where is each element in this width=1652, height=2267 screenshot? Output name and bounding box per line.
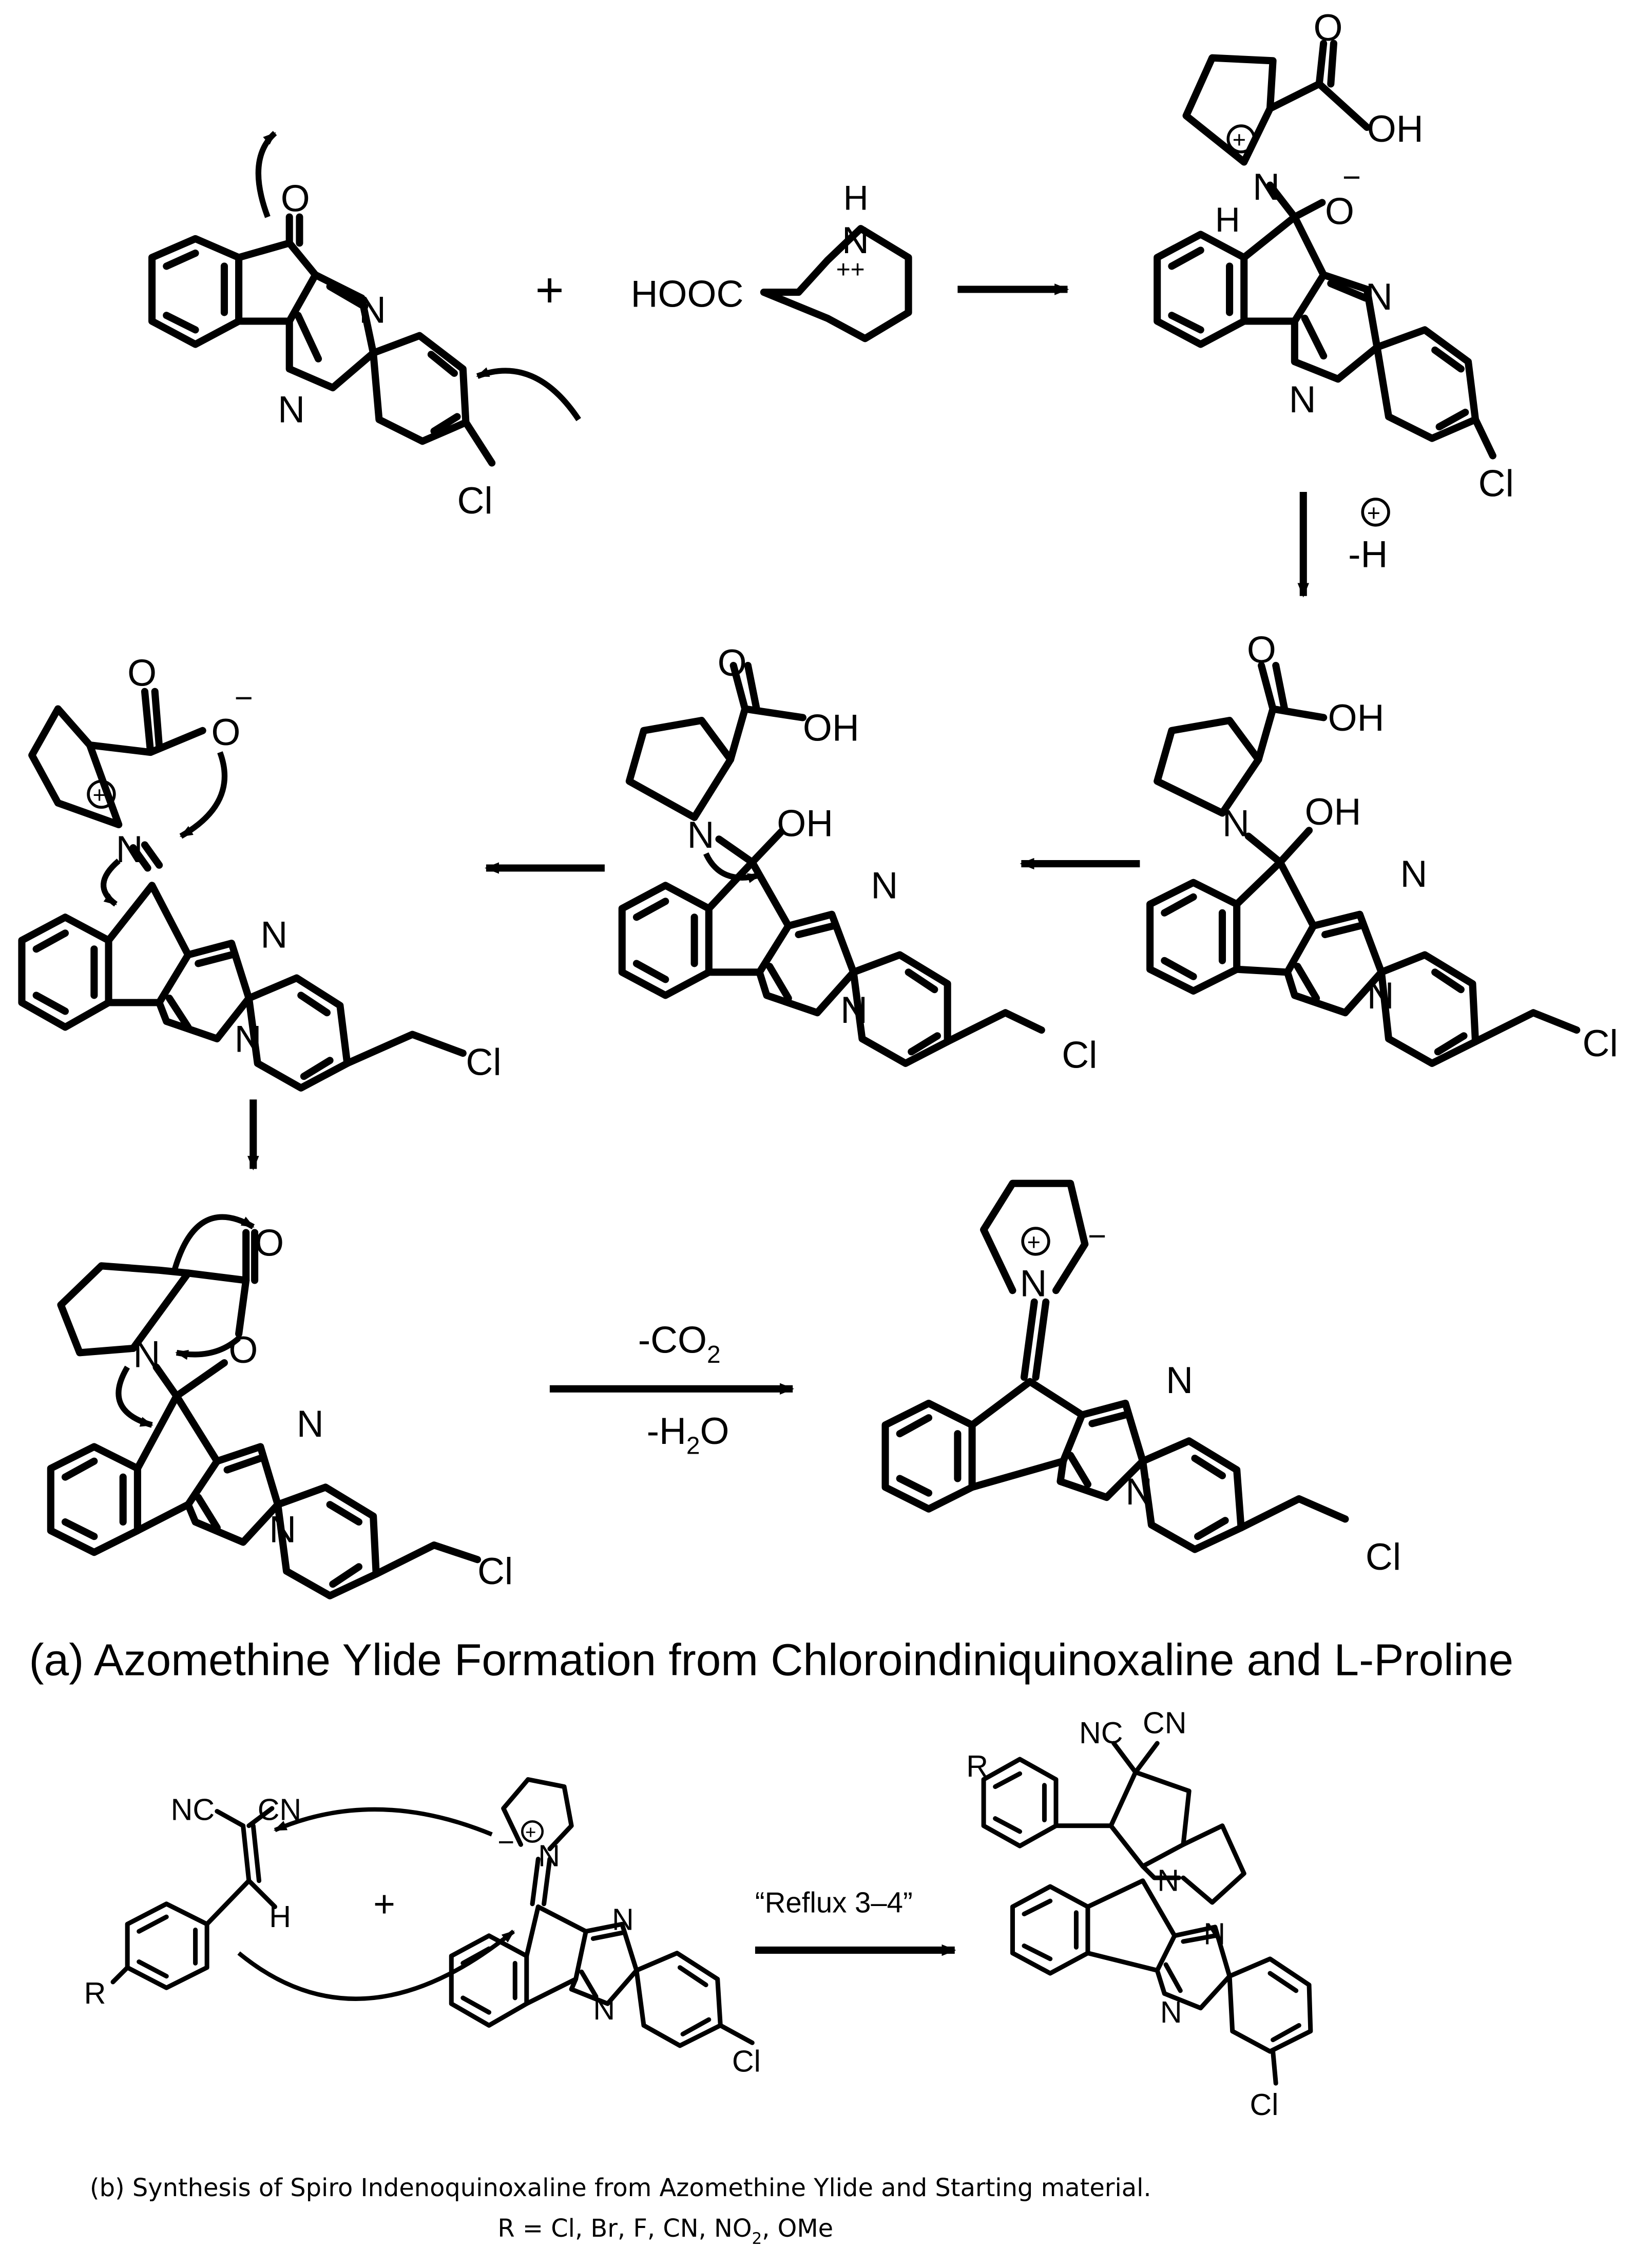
atom-label-oh: OH: [803, 707, 859, 749]
charge-label: +: [1233, 126, 1246, 153]
reagent-label: -CO2: [638, 1319, 721, 1368]
atom-label-o: O: [718, 642, 747, 684]
atom-label-oh: OH: [777, 803, 833, 845]
azomethine-ylide-structure: [881, 1179, 1349, 1553]
atom-label-n: N: [538, 1839, 560, 1873]
atom-label-cl: Cl: [466, 1041, 501, 1083]
atom-label-n: N: [359, 289, 386, 331]
atom-label-cn: CN: [1143, 1705, 1186, 1740]
charge-label: −: [1342, 160, 1361, 195]
atom-label-n: N: [133, 1333, 160, 1376]
atom-label-o: O: [281, 177, 310, 219]
indenoquinoxalinone-structure: [148, 131, 581, 467]
atom-label-n: N: [1125, 1471, 1152, 1513]
atom-label-oh: OH: [1367, 108, 1424, 150]
charge-label: +: [525, 1822, 536, 1843]
atom-label-hooc: HOOC: [631, 273, 744, 315]
atom-label-cn: CN: [258, 1792, 301, 1826]
atom-label-n: N: [842, 219, 869, 261]
caption-b: (b) Synthesis of Spiro Indenoquinoxaline…: [90, 2174, 1151, 2202]
atom-label-n: N: [1203, 1917, 1225, 1951]
atom-label-oh: OH: [1305, 791, 1361, 833]
atom-label-n: N: [687, 814, 715, 856]
atom-label-n: N: [1222, 803, 1250, 845]
reaction-condition: “Reflux 3–4”: [755, 1887, 913, 1919]
atom-label-n: N: [235, 1018, 262, 1060]
atom-label-o: O: [1325, 190, 1354, 233]
reagent-label: -H2O: [647, 1410, 729, 1460]
caption-r-groups: R = Cl, Br, F, CN, NO2, OMe: [497, 2215, 833, 2248]
charge-label: −: [235, 681, 253, 716]
atom-label-o: O: [212, 711, 241, 753]
atom-label-cl: Cl: [1062, 1034, 1097, 1076]
atom-label-n: N: [1166, 1359, 1193, 1401]
atom-label-r: R: [966, 1749, 988, 1783]
reagent-label: -H: [1348, 533, 1388, 575]
iminium-carboxylate-structure: [18, 688, 467, 1092]
atom-label-nc: NC: [1079, 1716, 1123, 1750]
atom-label-n: N: [1020, 1262, 1047, 1304]
atom-label-r: R: [84, 1976, 106, 2010]
atom-label-o: O: [127, 652, 157, 694]
atom-label-n: N: [1367, 975, 1394, 1017]
atom-label-n: N: [1160, 1995, 1182, 2029]
atom-label-n: N: [269, 1508, 296, 1550]
atom-label-n: N: [297, 1403, 324, 1445]
charge-label: +: [1367, 500, 1380, 526]
azomethine-ylide-structure: [449, 1777, 755, 2048]
atom-label-n: N: [260, 913, 287, 956]
atom-label-cl: Cl: [1250, 2087, 1279, 2122]
atom-label-n: N: [840, 989, 868, 1031]
charge-label: −: [1088, 1219, 1106, 1254]
atom-label-nc: NC: [171, 1792, 215, 1826]
plus-sign: +: [535, 262, 564, 317]
atom-label-o: O: [255, 1222, 284, 1264]
charge-label: +: [93, 782, 106, 808]
atom-label-n: N: [1157, 1863, 1179, 1897]
atom-label-cl: Cl: [1478, 462, 1514, 504]
charge-label: +: [1027, 1229, 1041, 1255]
caption-a: (a) Azomethine Ylide Formation from Chlo…: [29, 1635, 1513, 1685]
atom-label-n: N: [871, 865, 898, 907]
carbinolamine-structure: [618, 661, 1045, 1067]
atom-label-h: H: [843, 179, 869, 218]
oxazolidinone-structure: [47, 1214, 482, 1599]
atom-label-cl: Cl: [1583, 1022, 1618, 1064]
atom-label-n: N: [612, 1902, 634, 1937]
atom-label-cl: Cl: [477, 1550, 513, 1592]
atom-label-oh: OH: [1328, 697, 1385, 739]
atom-label-cl: Cl: [457, 480, 493, 522]
charge-label: −: [497, 1825, 514, 1858]
atom-label-o: O: [228, 1329, 258, 1371]
atom-label-n: N: [1289, 378, 1316, 421]
plus-sign: +: [373, 1883, 395, 1925]
spiro-indenoquinoxaline-structure: [981, 1741, 1313, 2086]
atom-label-n: N: [278, 389, 305, 431]
l-proline-structure: [760, 225, 912, 342]
atom-label-o: O: [1247, 628, 1276, 671]
atom-label-cl: Cl: [1366, 1536, 1401, 1578]
atom-label-o: O: [1313, 7, 1342, 49]
carbinolamine-structure: [1146, 661, 1581, 1067]
atom-label-n: N: [1400, 853, 1428, 895]
atom-label-n: N: [116, 828, 143, 870]
charge-label: ++: [836, 256, 865, 283]
atom-label-h: H: [1215, 201, 1240, 239]
atom-label-n: N: [593, 1992, 615, 2026]
atom-label-cl: Cl: [732, 2044, 761, 2079]
atom-label-n: N: [1253, 166, 1280, 208]
proline-adduct-structure: [1154, 40, 1496, 460]
atom-label-h: H: [269, 1899, 291, 1934]
arylidene-malononitrile-structure: [110, 1806, 515, 2001]
atom-label-n: N: [1366, 276, 1393, 318]
